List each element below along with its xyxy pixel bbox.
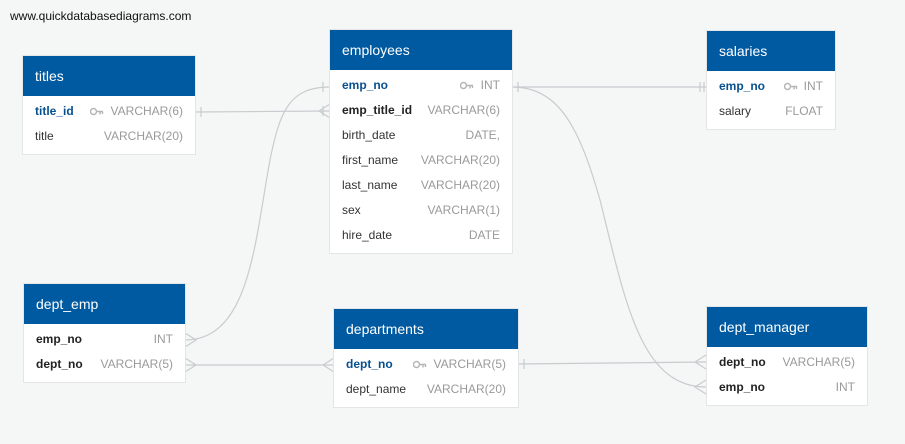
field-type: VARCHAR(20) — [420, 153, 500, 167]
field-type: INT — [803, 79, 823, 93]
field-type: DATE — [468, 228, 500, 242]
field-name: emp_no — [342, 78, 389, 92]
field-name: birth_date — [342, 128, 396, 142]
field-name: title_id — [35, 104, 74, 118]
field-name: first_name — [342, 153, 399, 167]
link-employees-dept-emp — [184, 86, 331, 341]
field-type: VARCHAR(5) — [433, 357, 506, 371]
field-name: salary — [719, 104, 752, 118]
field-row[interactable]: emp_no INT — [330, 73, 512, 98]
table-header: employees — [330, 30, 512, 70]
field-row[interactable]: first_name VARCHAR(20) — [330, 148, 512, 173]
key-icon — [460, 81, 474, 90]
field-type: VARCHAR(20) — [420, 178, 500, 192]
field-name: last_name — [342, 178, 398, 192]
table-dept-emp[interactable]: dept_emp emp_no INT dept_no VARCHAR(5) — [24, 284, 185, 382]
field-row[interactable]: title VARCHAR(20) — [23, 124, 195, 149]
field-row[interactable]: sex VARCHAR(1) — [330, 198, 512, 223]
field-row[interactable]: dept_no VARCHAR(5) — [24, 352, 185, 377]
field-name: sex — [342, 203, 361, 217]
key-icon — [90, 107, 104, 116]
field-type: VARCHAR(6) — [110, 104, 183, 118]
field-name: emp_no — [719, 380, 766, 394]
key-icon — [413, 360, 427, 369]
field-type: VARCHAR(5) — [782, 355, 855, 369]
link-employees-dept-manager — [511, 86, 707, 388]
table-titles[interactable]: titles title_id VARCHAR(6) title VARCHAR… — [23, 56, 195, 154]
field-row[interactable]: emp_no INT — [707, 375, 867, 400]
key-icon — [784, 82, 798, 91]
field-type: FLOAT — [785, 104, 823, 118]
field-type: VARCHAR(20) — [103, 129, 183, 143]
field-row[interactable]: emp_no INT — [707, 74, 835, 99]
table-salaries[interactable]: salaries emp_no INT salary FLOAT — [707, 31, 835, 129]
field-name: emp_no — [36, 332, 83, 346]
table-header: dept_manager — [707, 307, 867, 347]
field-type: VARCHAR(20) — [426, 382, 506, 396]
field-row[interactable]: salary FLOAT — [707, 99, 835, 124]
table-header: departments — [334, 309, 518, 349]
table-departments[interactable]: departments dept_no VARCHAR(5) dept_name… — [334, 309, 518, 407]
field-name: title — [35, 129, 54, 143]
field-type: INT — [480, 78, 500, 92]
link-titles-employees — [194, 110, 331, 113]
table-header: dept_emp — [24, 284, 185, 324]
field-row[interactable]: emp_no INT — [24, 327, 185, 352]
table-dept-manager[interactable]: dept_manager dept_no VARCHAR(5) emp_no I… — [707, 307, 867, 405]
table-header: titles — [23, 56, 195, 96]
field-row[interactable]: last_name VARCHAR(20) — [330, 173, 512, 198]
field-type: DATE, — [465, 128, 500, 142]
field-name: dept_no — [719, 355, 766, 369]
field-type: INT — [153, 332, 173, 346]
field-name: dept_name — [346, 382, 407, 396]
field-row[interactable]: hire_date DATE — [330, 223, 512, 248]
field-row[interactable]: dept_no VARCHAR(5) — [707, 350, 867, 375]
field-row[interactable]: title_id VARCHAR(6) — [23, 99, 195, 124]
field-row[interactable]: dept_no VARCHAR(5) — [334, 352, 518, 377]
field-type: INT — [835, 380, 855, 394]
watermark: www.quickdatabasediagrams.com — [10, 9, 192, 23]
field-type: VARCHAR(1) — [427, 203, 500, 217]
link-departments-dept-manager — [517, 361, 707, 365]
field-name: dept_no — [36, 357, 83, 371]
field-type: VARCHAR(5) — [100, 357, 173, 371]
field-type: VARCHAR(6) — [427, 103, 500, 117]
field-name: hire_date — [342, 228, 393, 242]
field-row[interactable]: dept_name VARCHAR(20) — [334, 377, 518, 402]
table-header: salaries — [707, 31, 835, 71]
field-name: emp_title_id — [342, 103, 413, 117]
table-employees[interactable]: employees emp_no INT emp_title_id VARCHA… — [330, 30, 512, 253]
field-row[interactable]: birth_date DATE, — [330, 123, 512, 148]
field-name: emp_no — [719, 79, 766, 93]
field-name: dept_no — [346, 357, 393, 371]
field-row[interactable]: emp_title_id VARCHAR(6) — [330, 98, 512, 123]
